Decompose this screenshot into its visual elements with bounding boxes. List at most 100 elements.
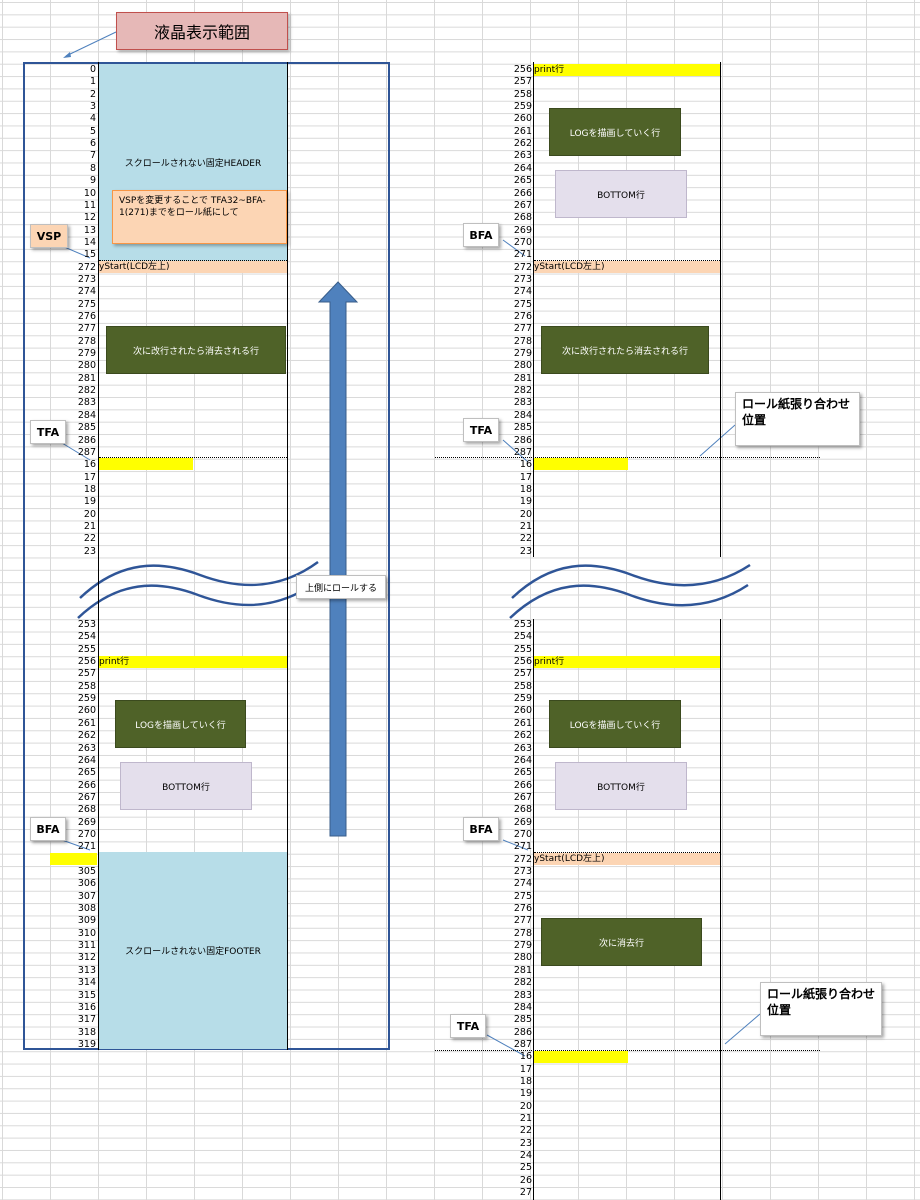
row-number: 278 bbox=[513, 927, 532, 939]
row-number: 278 bbox=[513, 335, 532, 347]
right-bottom-row-box-bottom: BOTTOM行 bbox=[555, 762, 687, 810]
row-number: 261 bbox=[77, 717, 96, 729]
left-erase-row-label: 次に改行されたら消去される行 bbox=[132, 346, 259, 357]
row-number: 273 bbox=[513, 866, 532, 877]
right-erase-next-label: 次に消去行 bbox=[598, 938, 644, 949]
row-number: 263 bbox=[77, 742, 96, 754]
row-number: 271 bbox=[77, 841, 96, 853]
row-number: 308 bbox=[77, 903, 96, 915]
row-number: 4 bbox=[89, 113, 96, 125]
row-number: 3 bbox=[89, 101, 96, 113]
row-number: 286 bbox=[513, 434, 532, 446]
right-bottom-row-label-bottom: BOTTOM行 bbox=[597, 782, 645, 793]
row-number: 254 bbox=[77, 631, 96, 643]
row-number: 276 bbox=[513, 311, 532, 322]
row-number: 18 bbox=[519, 1075, 532, 1087]
right-bfa-callout-top-text: BFA bbox=[469, 228, 493, 242]
row-number: 316 bbox=[77, 1001, 96, 1013]
row-number: 269 bbox=[513, 224, 532, 236]
right-col-line-4 bbox=[720, 619, 721, 1200]
row-number: 283 bbox=[513, 989, 532, 1001]
row-number: 261 bbox=[513, 717, 532, 729]
row-number: 19 bbox=[519, 1088, 532, 1100]
right-erase-row-label-top: 次に改行されたら消去される行 bbox=[561, 346, 688, 357]
row-number: 256 bbox=[513, 656, 532, 668]
left-bottom-row-box: BOTTOM行 bbox=[120, 762, 252, 810]
row-number: 269 bbox=[77, 816, 96, 828]
row-number: 22 bbox=[519, 1125, 532, 1137]
fixed-footer-label: スクロールされない固定FOOTER bbox=[125, 947, 261, 957]
row-number: 25 bbox=[519, 1162, 532, 1174]
row-number: 277 bbox=[77, 323, 96, 335]
row-number: 19 bbox=[83, 496, 96, 508]
right-ystart-row-bottom: yStart(LCD左上) bbox=[534, 853, 720, 865]
vsp-note: VSPを変更することで TFA32~BFA-1(271)までをロール紙にして bbox=[112, 190, 287, 244]
right-print-row-bottom: print行 bbox=[534, 656, 720, 668]
row-number: 263 bbox=[513, 150, 532, 162]
row-number: 260 bbox=[77, 705, 96, 717]
row-number: 13 bbox=[83, 224, 96, 236]
row-number: 284 bbox=[77, 409, 96, 421]
row-number: 20 bbox=[519, 1100, 532, 1112]
row-number: 285 bbox=[77, 422, 96, 434]
right-bfa-callout-bottom-text: BFA bbox=[469, 822, 493, 836]
roll-join-callout-top-text: ロール紙張り合わせ位置 bbox=[742, 397, 851, 427]
row-number: 18 bbox=[519, 483, 532, 495]
right-log-row-box-top: LOGを描画していく行 bbox=[549, 108, 681, 156]
fixed-header-label: スクロールされない固定HEADER bbox=[124, 159, 262, 169]
row-number: 259 bbox=[513, 693, 532, 705]
row-number: 314 bbox=[77, 977, 96, 989]
right-ystart-row-top: yStart(LCD左上) bbox=[534, 261, 720, 273]
left-ystart-row: yStart(LCD左上) bbox=[99, 261, 287, 273]
row-number: 287 bbox=[77, 446, 96, 458]
row-number: 257 bbox=[513, 668, 532, 680]
row-number: 262 bbox=[77, 730, 96, 742]
row-number: 278 bbox=[77, 335, 96, 347]
row-number: 287 bbox=[513, 446, 532, 458]
row-number: 270 bbox=[513, 828, 532, 840]
row-number: 274 bbox=[513, 286, 532, 298]
row-number: 285 bbox=[513, 422, 532, 434]
right-tfa-callout-bottom-text: TFA bbox=[456, 1019, 480, 1033]
row-number: 263 bbox=[513, 742, 532, 754]
right-bottom-row-label-top: BOTTOM行 bbox=[597, 190, 645, 201]
row-number: 283 bbox=[77, 397, 96, 409]
row-number: 21 bbox=[519, 1113, 532, 1124]
row-number: 262 bbox=[513, 730, 532, 742]
row-number: 5 bbox=[89, 125, 96, 137]
right-col-line-1 bbox=[533, 62, 534, 557]
right-ystart-divider-bottom bbox=[534, 852, 720, 853]
right-ystart-label-top: yStart(LCD左上) bbox=[534, 262, 605, 272]
row-number: 23 bbox=[83, 545, 96, 557]
row-number: 258 bbox=[513, 88, 532, 100]
row-number: 19 bbox=[519, 496, 532, 508]
row-number: 6 bbox=[89, 138, 96, 150]
row-number: 22 bbox=[519, 533, 532, 545]
row-number: 260 bbox=[513, 113, 532, 125]
row-number: 268 bbox=[513, 212, 532, 224]
row-number: 284 bbox=[513, 409, 532, 421]
row-number: 282 bbox=[513, 977, 532, 989]
row-number: 287 bbox=[513, 1038, 532, 1050]
right-erase-next-box: 次に消去行 bbox=[541, 918, 702, 966]
right-roll-join-line-top bbox=[435, 457, 820, 458]
right-print-label-top: print行 bbox=[534, 65, 565, 75]
row-number: 280 bbox=[77, 360, 96, 372]
right-log-row-label-top: LOGを描画していく行 bbox=[569, 128, 661, 139]
row-number: 18 bbox=[83, 483, 96, 495]
row-number: 26 bbox=[519, 1174, 532, 1186]
right-roll-join-line-bottom bbox=[435, 1050, 820, 1051]
row-number: 23 bbox=[519, 1137, 532, 1149]
left-vsp-callout: VSP bbox=[30, 224, 68, 248]
row-number: 261 bbox=[513, 125, 532, 137]
row-number: 14 bbox=[83, 236, 96, 248]
left-log-row-box: LOGを描画していく行 bbox=[115, 700, 246, 748]
row-number: 265 bbox=[77, 767, 96, 779]
row-number: 277 bbox=[513, 323, 532, 335]
page-title-text: 液晶表示範囲 bbox=[153, 23, 250, 42]
row-number: 279 bbox=[77, 348, 96, 360]
row-number: 279 bbox=[513, 348, 532, 360]
right-tfa-highlight-top bbox=[534, 458, 628, 470]
row-number: 282 bbox=[77, 385, 96, 397]
row-number: 20 bbox=[519, 508, 532, 520]
